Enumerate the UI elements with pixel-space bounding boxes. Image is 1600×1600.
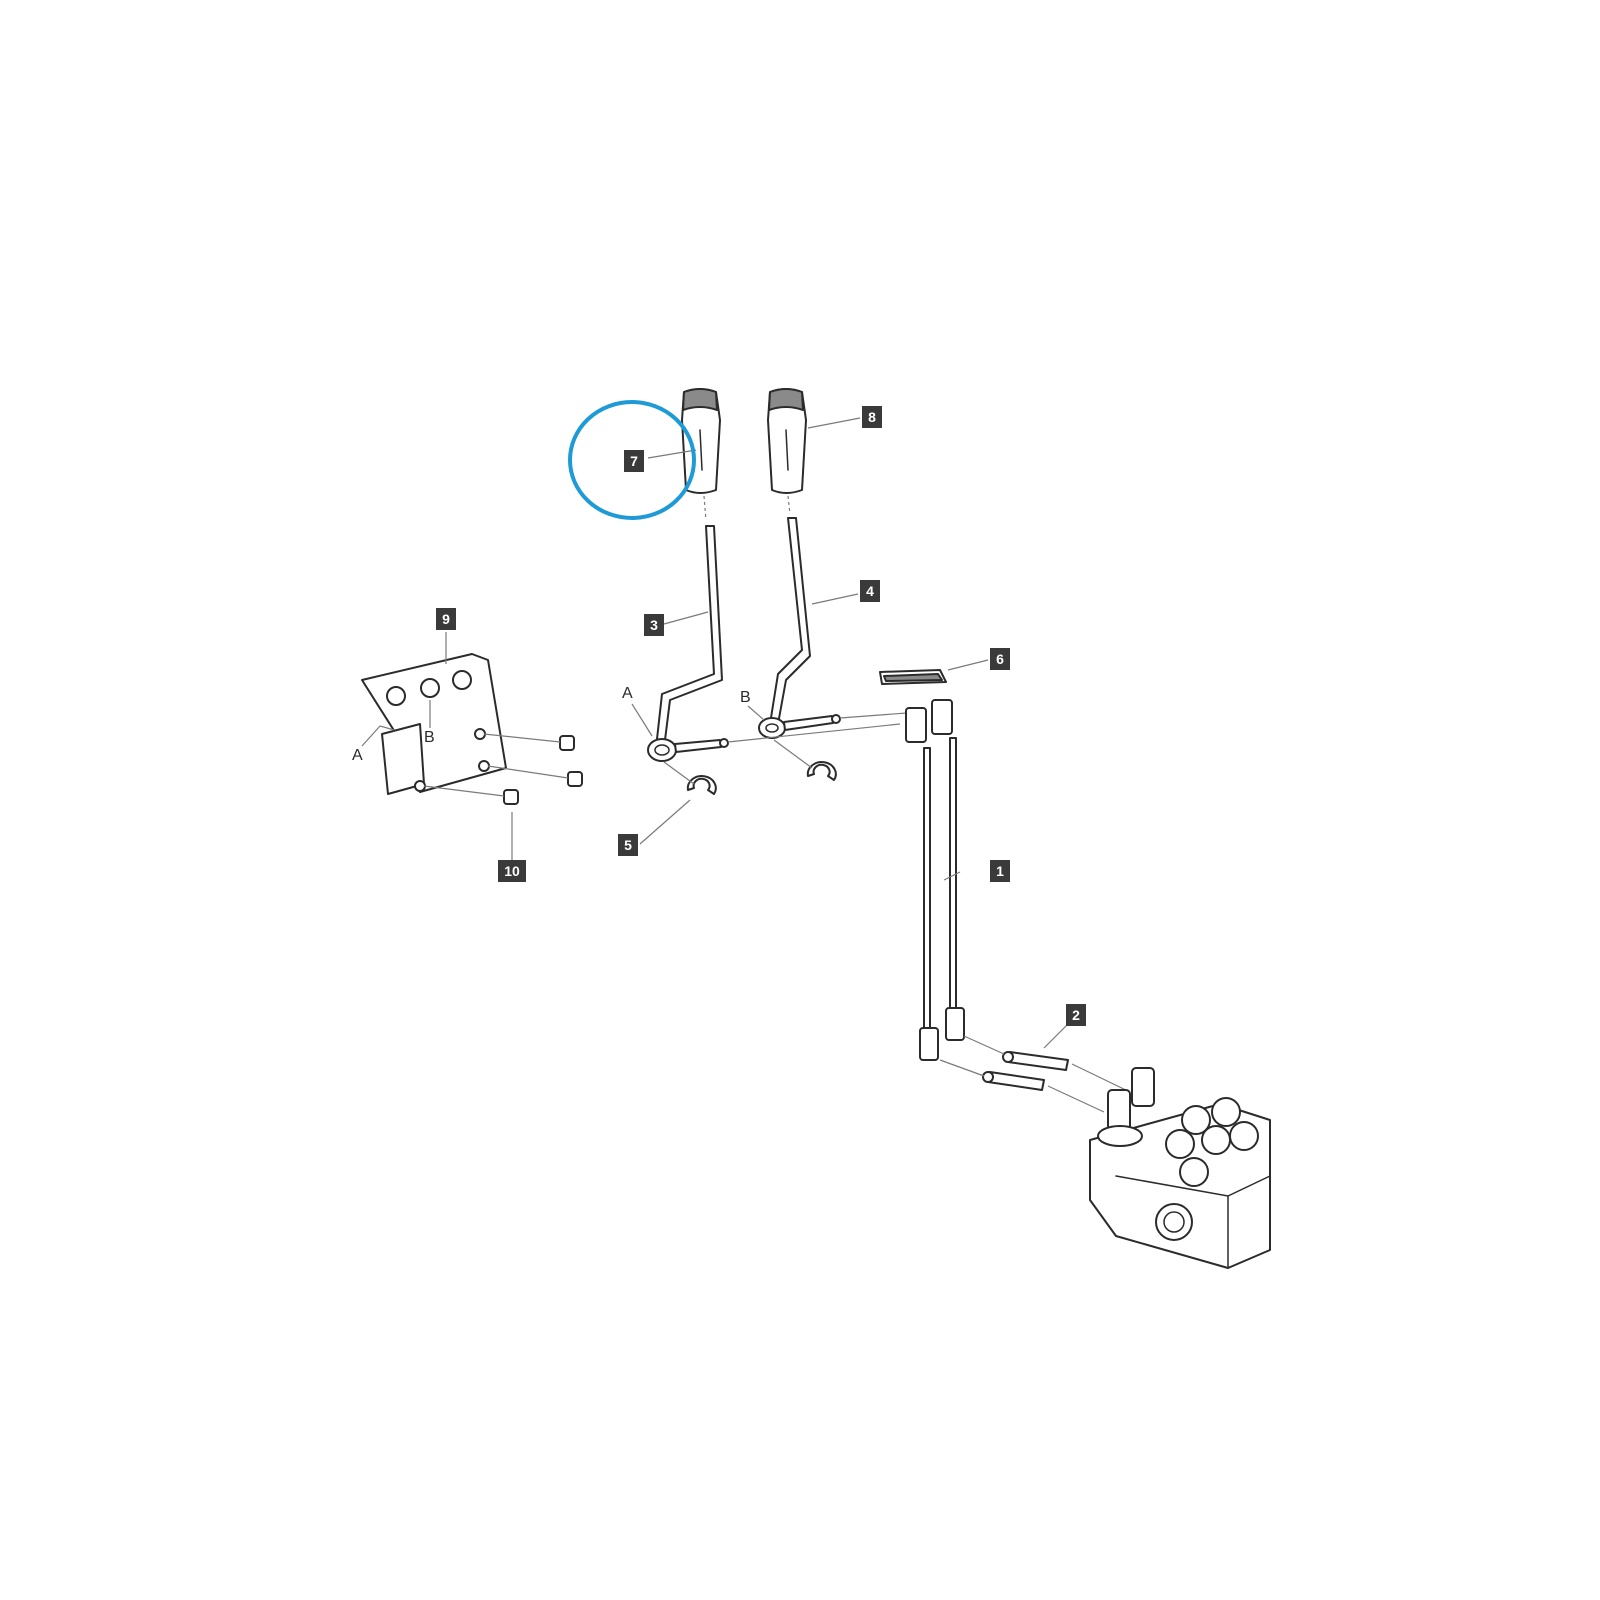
knob-part-8[interactable] (767, 388, 807, 494)
callout-7: 7 (624, 450, 644, 472)
pad-part-6[interactable] (879, 669, 947, 685)
callout-3: 3 (644, 614, 664, 636)
callout-1: 1 (990, 860, 1010, 882)
clip-part-5-second[interactable] (806, 761, 837, 781)
bolt-part-10[interactable] (503, 735, 583, 805)
callout-2: 2 (1066, 1004, 1086, 1026)
highlight-circle (568, 400, 696, 520)
svg-text:1: 1 (996, 863, 1004, 879)
callout-10: 10 (498, 860, 526, 882)
svg-text:3: 3 (650, 617, 658, 633)
rod-part-1[interactable] (905, 699, 965, 1061)
callout-9: 9 (436, 608, 456, 630)
callout-5: 5 (618, 834, 638, 856)
lever-part-4[interactable] (758, 517, 841, 739)
pin-part-2[interactable] (982, 1051, 1069, 1091)
svg-text:9: 9 (442, 611, 450, 627)
svg-text:5: 5 (624, 837, 632, 853)
control-valve-block (1089, 1067, 1271, 1269)
callout-4: 4 (860, 580, 880, 602)
label-lever-a: A (622, 685, 633, 702)
label-lever-b: B (740, 689, 751, 706)
svg-text:6: 6 (996, 651, 1004, 667)
plate-part-9[interactable] (361, 653, 507, 795)
knob-part-7[interactable] (681, 388, 721, 494)
svg-text:2: 2 (1072, 1007, 1080, 1023)
callout-6: 6 (990, 648, 1010, 670)
svg-text:7: 7 (630, 453, 638, 469)
svg-text:8: 8 (868, 409, 876, 425)
clip-part-5[interactable] (686, 775, 717, 795)
svg-text:10: 10 (504, 863, 520, 879)
svg-text:4: 4 (866, 583, 874, 599)
callout-8: 8 (862, 406, 882, 428)
label-plate-b: B (424, 729, 435, 746)
lever-part-3[interactable] (647, 525, 729, 762)
label-plate-a: A (352, 747, 363, 764)
